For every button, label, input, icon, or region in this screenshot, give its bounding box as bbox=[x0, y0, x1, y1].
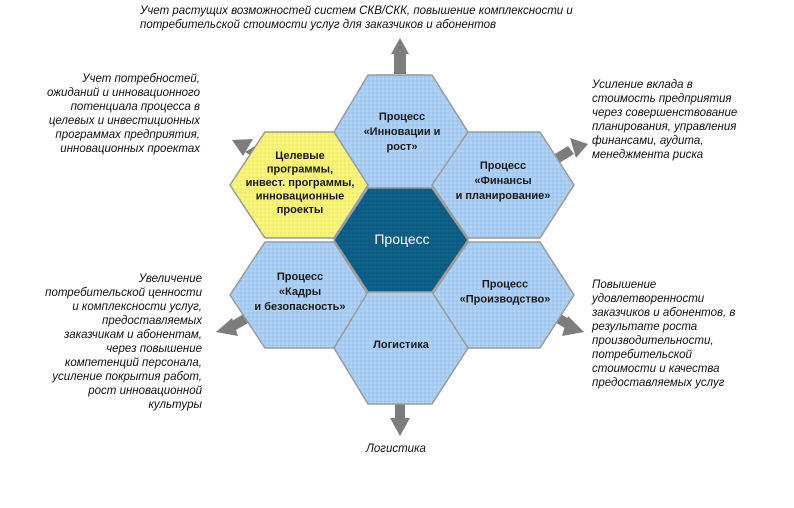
hex-lower-right-label: Процесс«Производство» bbox=[460, 279, 551, 306]
note-bottom: Логистика bbox=[366, 443, 426, 455]
arrow-up bbox=[391, 38, 409, 74]
arrow-down bbox=[390, 404, 410, 436]
note-upper-left: Учет потребностей, ожиданий и инновацион… bbox=[46, 73, 200, 155]
hex-bottom bbox=[333, 291, 469, 405]
hex-bottom-label: Логистика bbox=[373, 339, 430, 351]
hex-center-label: Процесс bbox=[374, 231, 429, 247]
hex-upper-right bbox=[431, 131, 575, 239]
hex-upper-left bbox=[229, 131, 369, 239]
note-lower-left: Увеличение потребительской ценности и ко… bbox=[45, 273, 202, 411]
note-lower-right: Повышение удовлетворенности заказчиков и… bbox=[592, 279, 736, 389]
note-upper-right: Усиление вклада в стоимость предприятия … bbox=[592, 79, 738, 161]
hexagons bbox=[229, 74, 575, 405]
note-top: Учет растущих возможностей систем СКВ/СК… bbox=[140, 5, 573, 31]
